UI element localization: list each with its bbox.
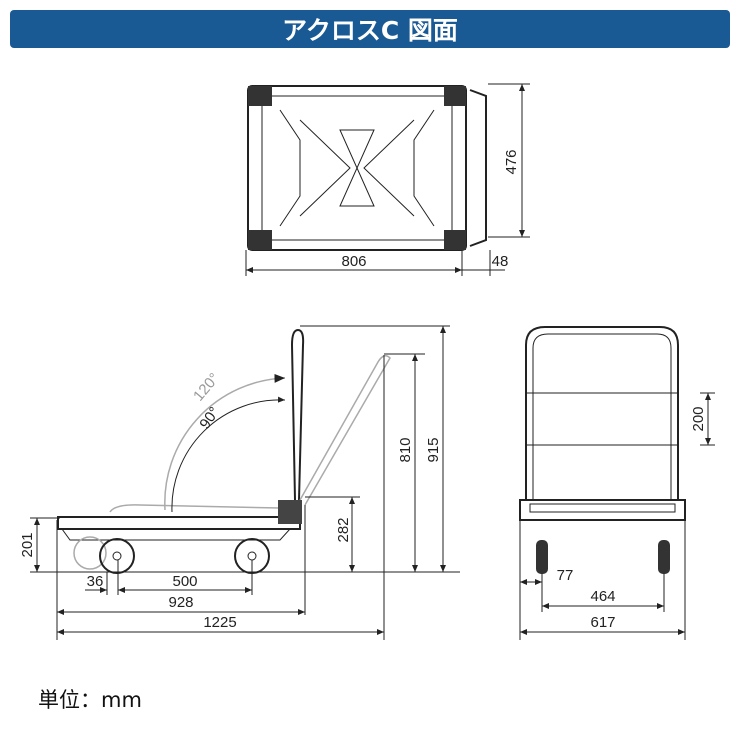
dim-caster-offset: 36 (87, 573, 104, 590)
front-view: 200 77 464 617 (519, 326, 715, 640)
dim-total-height: 915 (425, 437, 442, 462)
dim-width: 617 (590, 614, 615, 631)
page-title: アクロスC 図面 (10, 10, 730, 48)
dim-total-length: 1225 (203, 614, 236, 631)
dim-panel-height: 200 (690, 406, 707, 431)
dim-wheel-track: 464 (590, 588, 615, 605)
dim-wheelbase: 500 (172, 573, 197, 590)
dim-handle-base-height: 282 (335, 517, 352, 542)
dim-length: 806 (341, 253, 366, 270)
dim-depth: 476 (503, 149, 520, 174)
dim-wheel-inset: 77 (557, 567, 574, 584)
dim-platform-length: 928 (168, 594, 193, 611)
unit-label: 単位：mm (38, 688, 142, 712)
dim-platform-height: 201 (19, 532, 36, 557)
dim-folded-height: 810 (397, 437, 414, 462)
side-view: 120° 90° 201 36 500 928 1225 282 810 915 (19, 325, 460, 640)
dim-handle-depth: 48 (492, 253, 509, 270)
top-view: 476 806 48 (245, 83, 530, 276)
angle-120: 120° (190, 370, 223, 405)
angle-90: 90° (196, 404, 223, 432)
